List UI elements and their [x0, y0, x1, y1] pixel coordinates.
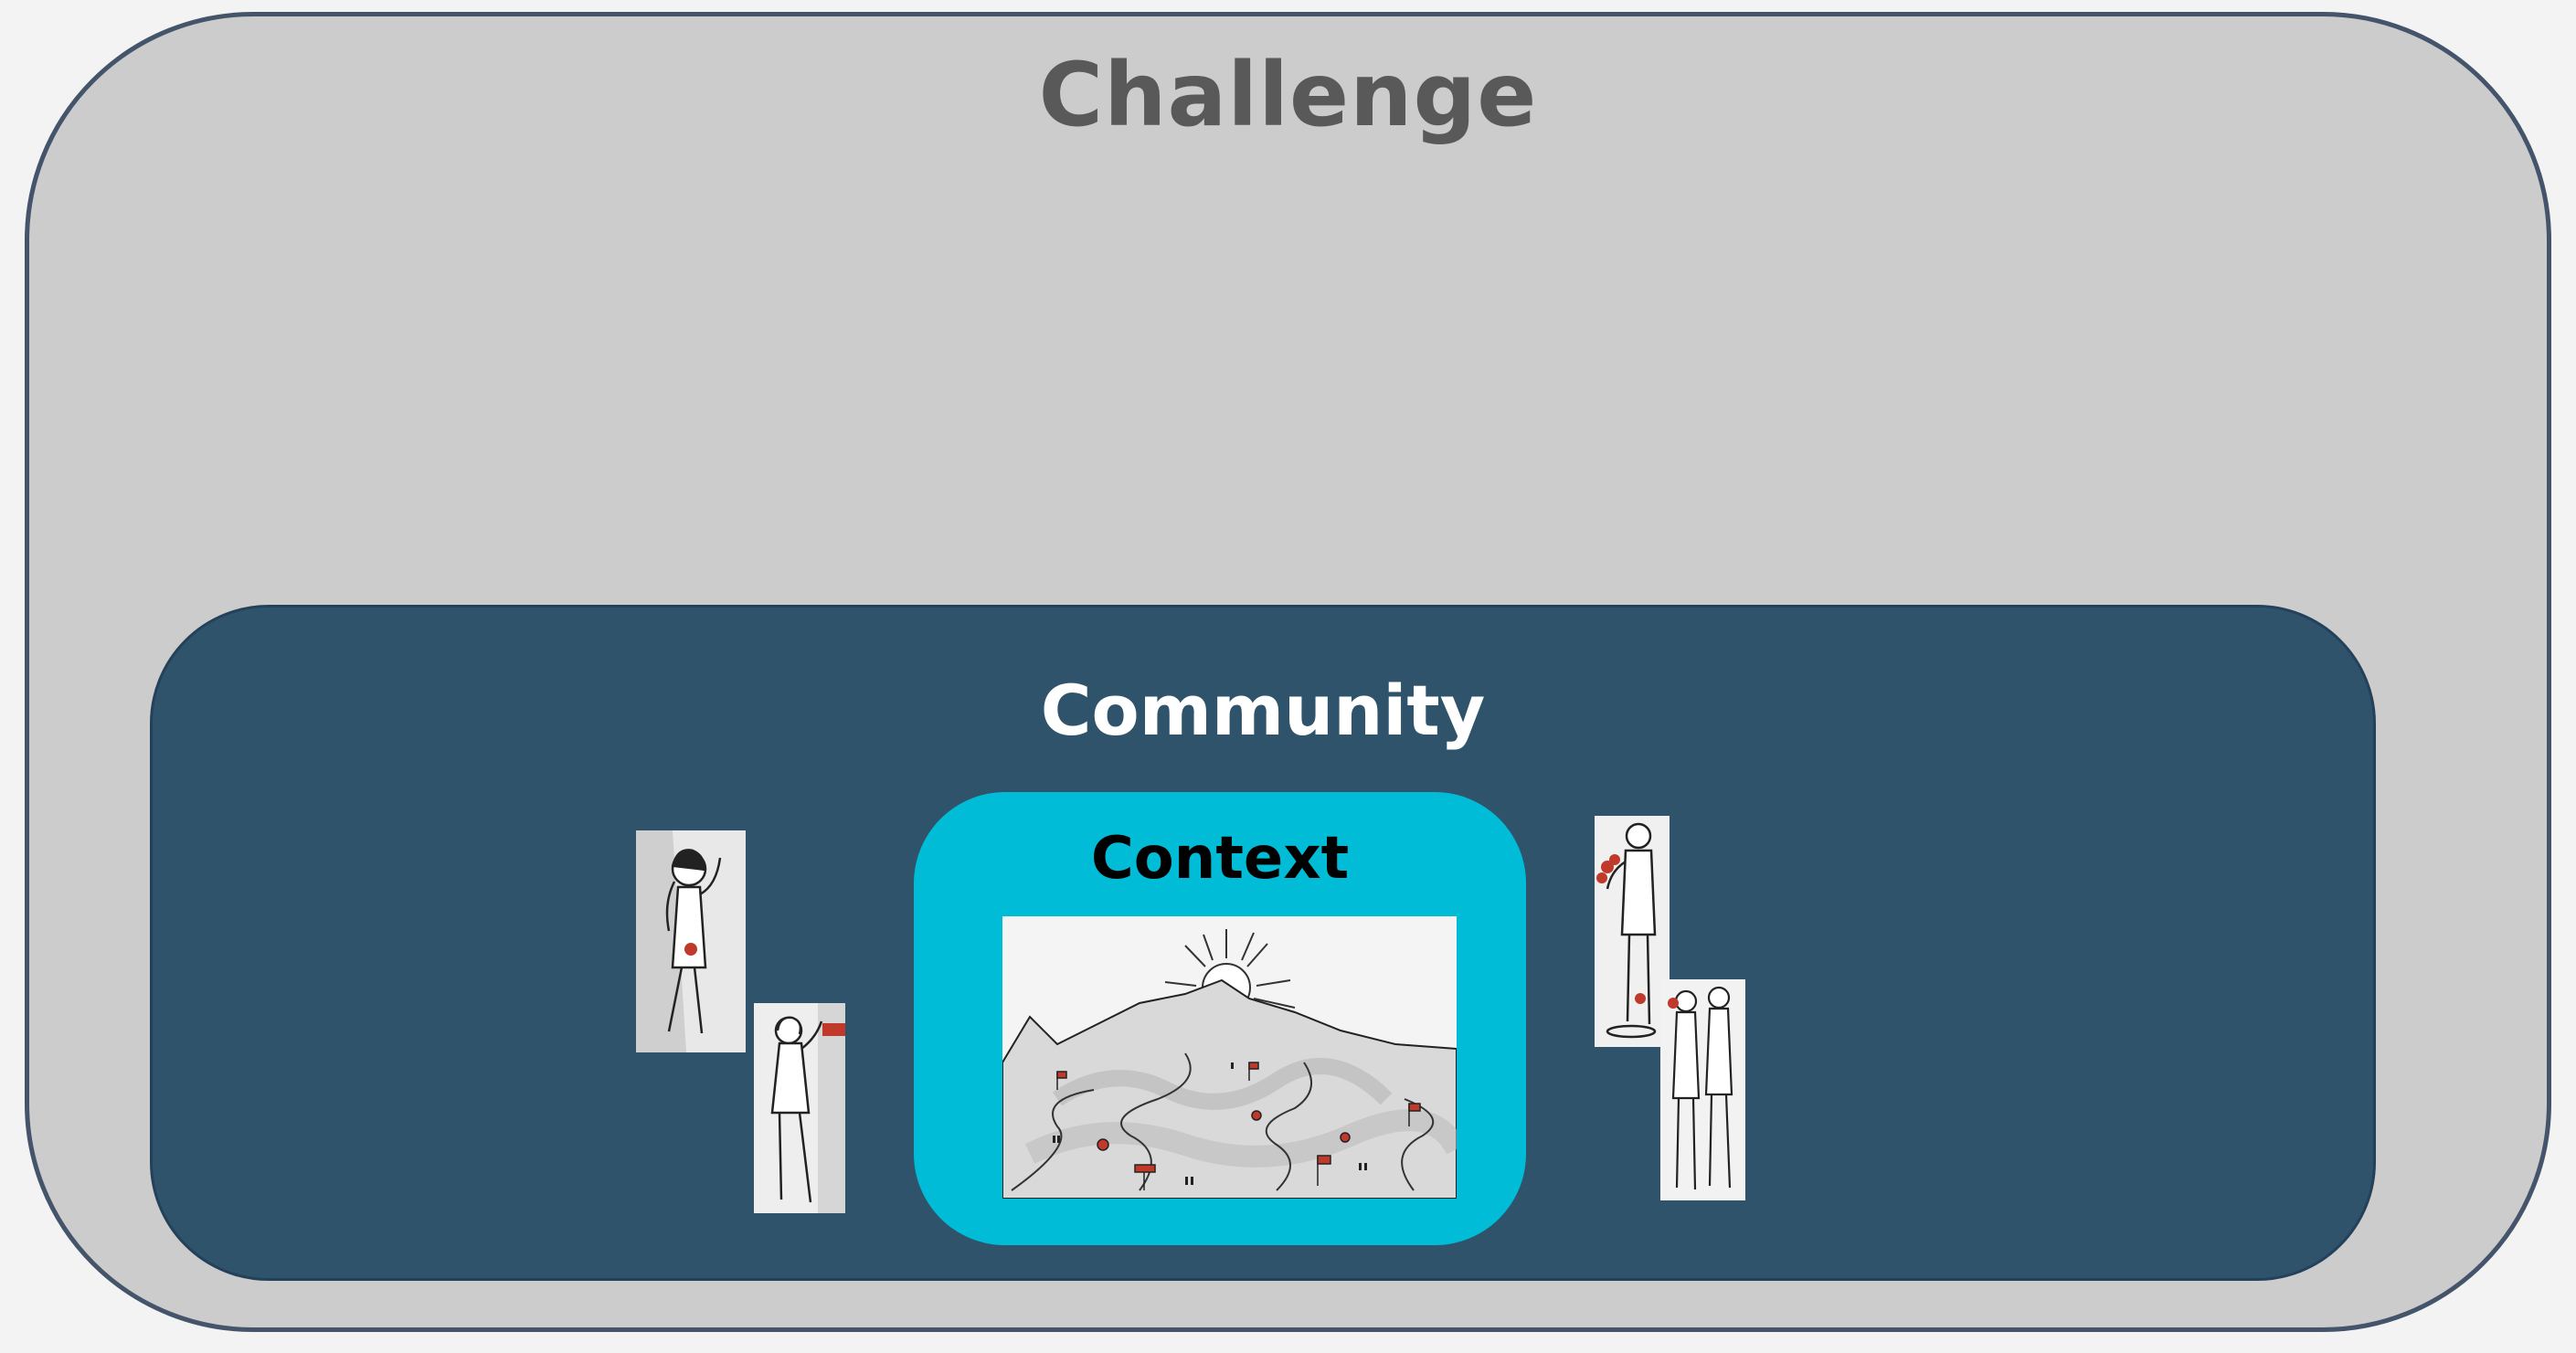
- community-title: Community: [1040, 670, 1486, 751]
- context-title: Context: [1090, 825, 1350, 893]
- woman-at-board-illustration: [754, 1003, 845, 1213]
- woman-waving-illustration: [636, 830, 746, 1052]
- challenge-title: Challenge: [1038, 44, 1538, 146]
- mountain-landscape-illustration: [1002, 916, 1457, 1199]
- man-holding-flowers-illustration: [1595, 816, 1670, 1047]
- two-women-standing-illustration: [1660, 979, 1745, 1200]
